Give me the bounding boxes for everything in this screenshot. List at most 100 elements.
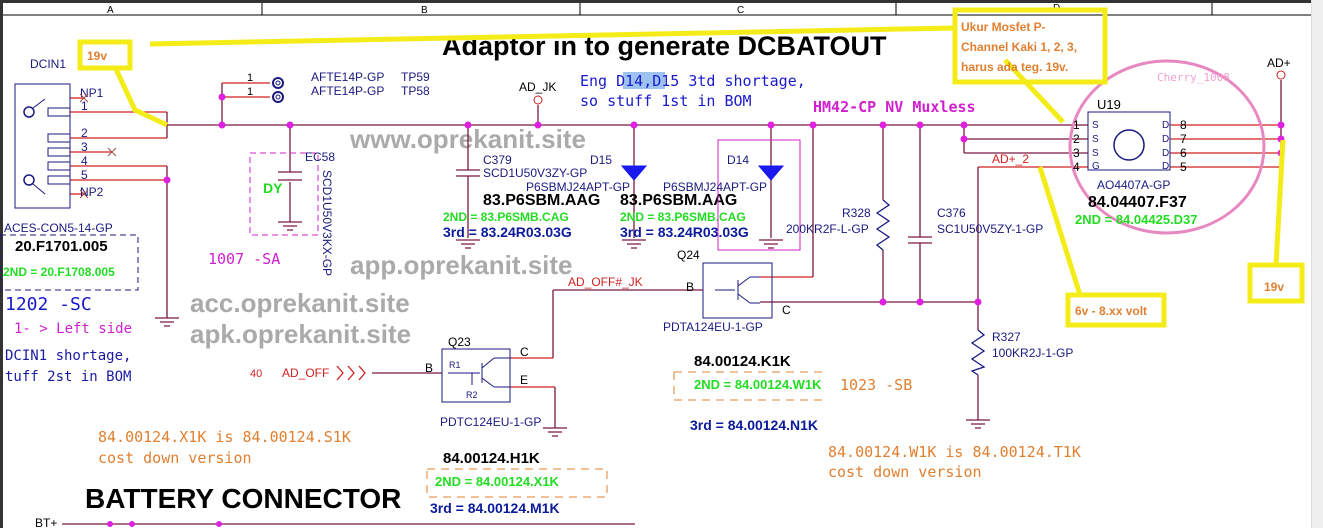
diode-icon [620,165,648,181]
q24-pn: 84.00124.K1K [694,353,791,370]
u19-second: 2ND = 84.04425.D37 [1075,212,1198,227]
ec58-part: SCD1U50V3KX-GP [320,170,334,276]
ad-off-net: AD_OFF [282,366,329,380]
r328-part: 200KR2F-L-GP [786,222,869,236]
pin-label: NP2 [80,185,104,199]
d15-part: P6SBMJ24APT-GP [526,180,630,194]
u19-pn: 84.04407.F37 [1088,194,1187,211]
callout-gate-voltage: 6v - 8.xx volt [1075,304,1147,318]
q23-pn: 84.00124.H1K [443,450,540,467]
q23-e: E [520,373,528,387]
pin-label: 5 [81,168,88,182]
c379-third: 3rd = 83.24R03.03G [443,224,572,240]
pin-number: 5 [1180,160,1187,174]
d14-ref: D14 [727,153,749,167]
tp-ref: TP59 [401,70,430,84]
pin-number: 4 [1073,160,1080,174]
cherry-note: Cherry_1008 [1157,71,1230,84]
r328-resistor: R328 200KR2F-L-GP [786,199,891,251]
resistor-icon [875,199,891,251]
q24-c: C [782,303,791,317]
r327-resistor: R327 100KR2J-1-GP [966,329,1073,429]
c376-capacitor: C376 SC1U50V5ZY-1-GP [908,206,1043,244]
dcin-note: tuff 2st in BOM [5,369,131,385]
net-bt-plus: BT+ [35,516,57,528]
pin-label: 4 [81,154,88,168]
dcin-pn: 20.F1701.005 [15,238,108,255]
c376-part: SC1U50V5ZY-1-GP [937,222,1043,236]
pin-number: 6 [1180,146,1187,160]
pin-label: 1 [81,99,88,113]
c379-ref: C379 [483,153,512,167]
watermark: acc.oprekanit.site [190,288,410,318]
ec58-tag: DY [263,180,283,196]
pin-name: D [1162,161,1169,172]
q24-transistor: Q24 B C PDTA124EU-1-GP 84.00124.K1K 2ND … [663,248,912,433]
offpage-connector-icon [336,365,366,381]
u19-part: AO4407A-GP [1097,178,1170,192]
net-ad-jk: AD_JK [519,80,556,94]
transistor-icon [448,357,510,388]
ad-off-page: 40 [250,368,262,380]
column-label-b: B [421,5,428,16]
pin-number: 8 [1180,118,1187,132]
hm42-note: HM42-CP NV Muxless [813,98,976,116]
tp-part: AFTE14P-GP [311,70,384,84]
ec58-capacitor: DY EC58 SCD1U50V3KX-GP 1007 -SA [208,150,335,276]
dcin-note: DCIN1 shortage, [5,348,131,364]
q23-third: 3rd = 84.00124.M1K [430,500,560,516]
cost-note: cost down version [98,449,252,467]
d15-ref: D15 [590,153,612,167]
ec58-ref: EC58 [305,150,335,164]
battery-connector-title: BATTERY CONNECTOR [85,483,401,514]
cost-note: 84.00124.W1K is 84.00124.T1K [828,443,1081,461]
pin-number: 7 [1180,132,1187,146]
q23-r1: R1 [449,360,461,370]
pin-name: S [1092,148,1099,159]
watermark: apk.oprekanit.site [190,319,411,349]
column-label-c: C [737,5,744,16]
u19-mosfet: U19 1 2 3 4 S S S G D D D D 8 7 6 5 AO44… [1068,59,1266,235]
tp-pin: 1 [247,72,253,84]
q23-c: C [520,345,529,359]
resistor-icon [970,329,986,376]
c379-pn: 83.P6SBM.AAG [483,192,600,209]
q23-part: PDTC124EU-1-GP [440,415,541,429]
d15-diode: D15 P6SBMJ24APT-GP 83.P6SBM.AAG 2ND = 83… [526,153,749,249]
q24-second: 2ND = 84.00124.W1K [694,377,822,392]
transistor-icon [715,276,760,304]
d14-diode: D14 P6SBMJ24APT-GP [663,139,801,251]
pin-label: 2 [81,126,88,140]
pin-number: 1 [1073,118,1080,132]
d15-second: 2ND = 83.P6SMB.CAG [620,210,746,224]
callout-mosfet: Channel Kaki 1, 2, 3, [961,40,1077,54]
q23-second: 2ND = 84.00124.X1K [435,474,560,489]
callout-mosfet: Ukur Mosfet P- [961,20,1046,34]
q23-ref: Q23 [448,335,471,349]
r327-ref: R327 [992,330,1021,344]
vertical-scrollbar[interactable] [1311,0,1323,528]
pin-name: D [1162,134,1169,145]
pin-number: 3 [1073,146,1080,160]
dcin-ref: DCIN1 [30,57,66,71]
callouts: 19v Ukur Mosfet P- Channel Kaki 1, 2, 3,… [77,7,1305,328]
dcin-second: 2ND = 20.F1708.005 [3,265,115,279]
dcin-rev: 1202 -SC [5,294,92,315]
d15-pn: 83.P6SBM.AAG [620,192,737,209]
watermark: app.oprekanit.site [350,250,573,280]
junction-dots [107,93,1285,527]
c379-second: 2ND = 83.P6SMB.CAG [443,210,569,224]
pin-name: D [1162,120,1169,131]
c379-part: SCD1U50V3ZY-GP [483,166,587,180]
tp-part: AFTE14P-GP [311,84,384,98]
net-ad-plus: AD+ [1267,56,1291,70]
q24-part: PDTA124EU-1-GP [663,320,763,334]
dcin-part: ACES-CON5-14-GP [4,221,113,235]
q24-third: 3rd = 84.00124.N1K [690,417,818,433]
net-ad-off-jk: AD_OFF#_JK [568,275,643,289]
r328-ref: R328 [842,206,871,220]
q23-r2: R2 [466,390,478,400]
pin-name: G [1092,161,1100,172]
